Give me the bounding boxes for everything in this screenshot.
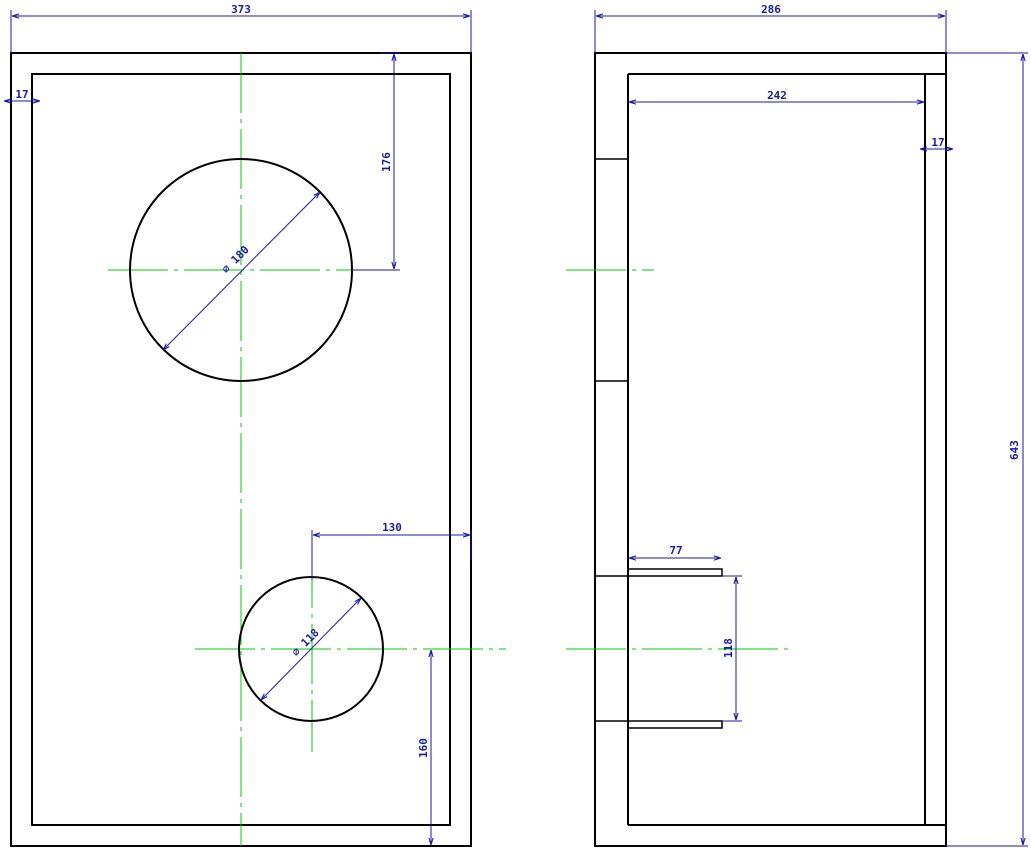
tweeter-diameter-dim-line <box>261 598 361 700</box>
woofer-diameter-dim-line <box>163 192 320 350</box>
tweeter-cutout <box>238 576 384 722</box>
woofer-diameter-label: ⌀ 180 <box>219 243 252 276</box>
side-view: 286 242 17 643 77 118 <box>566 3 1028 847</box>
chamber-height-label: 118 <box>722 638 735 658</box>
tweeter-side-label: 130 <box>382 521 402 534</box>
side-height-label: 643 <box>1008 440 1021 460</box>
front-wall-label: 17 <box>15 88 28 101</box>
chamber-bottom-shelf <box>627 720 723 729</box>
chamber-depth-label: 77 <box>669 544 682 557</box>
side-depth-label: 286 <box>761 3 781 16</box>
chamber-top-shelf <box>627 568 723 577</box>
back-wall-label: 17 <box>931 136 944 149</box>
front-width-label: 373 <box>231 3 251 16</box>
front-view: 373 17 176 ⌀ 180 130 ⌀ 118 160 <box>4 3 506 847</box>
woofer-top-label: 176 <box>380 152 393 172</box>
inner-depth-label: 242 <box>767 89 787 102</box>
side-outer-panel <box>594 52 947 847</box>
tweeter-bottom-label: 160 <box>417 738 430 758</box>
